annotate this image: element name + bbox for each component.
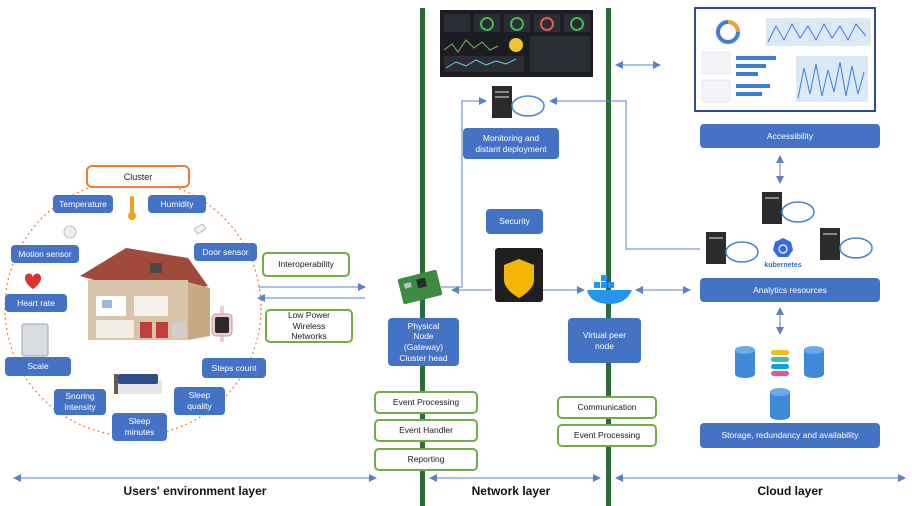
scale-device-icon xyxy=(21,323,49,357)
cloud-server-top-icon xyxy=(762,192,815,224)
docker-icon xyxy=(587,275,632,304)
motion-sensor-label: Motion sensor xyxy=(11,245,79,263)
divider-left xyxy=(420,8,425,506)
kubernetes-icon xyxy=(773,238,793,257)
steps-count-label: Steps count xyxy=(202,358,266,378)
database-icon-right xyxy=(804,346,824,378)
thermometer-icon xyxy=(128,196,136,220)
physical-reporting-box: Reporting xyxy=(374,448,478,471)
door-sensor-device-icon xyxy=(194,223,206,235)
security-shield-icon xyxy=(495,248,543,302)
physical-event-processing-box: Event Processing xyxy=(374,391,478,414)
sleep-minutes-label: Sleep minutes xyxy=(112,413,167,441)
snoring-intensity-label: Snoring intensity xyxy=(54,389,106,415)
gateway-board-icon xyxy=(397,269,443,305)
motion-sensor-device-icon xyxy=(63,225,77,239)
virtual-event-processing-box: Event Processing xyxy=(557,424,657,447)
physical-node-label: Physical Node (Gateway) Cluster head xyxy=(388,318,459,366)
monitoring-dashboard-image xyxy=(440,10,593,77)
temperature-sensor-label: Temperature xyxy=(53,195,113,213)
analytics-resources-label: Analytics resources xyxy=(700,278,880,302)
smartwatch-icon xyxy=(211,306,233,342)
virtual-peer-node-label: Virtual peer node xyxy=(568,318,641,363)
low-power-networks-box: Low Power Wireless Networks xyxy=(265,309,353,343)
cloud-layer-title: Cloud layer xyxy=(757,484,823,498)
interoperability-box: Interoperability xyxy=(262,252,350,277)
elastic-icon xyxy=(771,350,789,376)
monitoring-server-icon xyxy=(492,86,545,118)
accessibility-label: Accessibility xyxy=(700,124,880,148)
door-sensor-label: Door sensor xyxy=(194,243,257,261)
heart-rate-label: Heart rate xyxy=(5,294,67,312)
cloud-dashboard-image xyxy=(694,7,876,112)
physical-event-handler-box: Event Handler xyxy=(374,419,478,442)
monitoring-deployment-label: Monitoring and distant deployment xyxy=(463,128,559,159)
sleep-quality-label: Sleep quality xyxy=(174,387,225,415)
bed-icon xyxy=(114,374,162,394)
heart-icon xyxy=(25,273,41,289)
scale-label: Scale xyxy=(5,357,71,376)
users-layer-title: Users' environment layer xyxy=(123,484,267,498)
virtual-communication-box: Communication xyxy=(557,396,657,419)
cluster-label: Cluster xyxy=(86,165,190,188)
cloud-server-right-icon xyxy=(820,228,873,260)
database-icon-bottom xyxy=(770,388,790,420)
database-icon-left xyxy=(735,346,755,378)
security-label: Security xyxy=(486,209,543,234)
storage-label: Storage, redundancy and availability xyxy=(700,423,880,448)
network-layer-title: Network layer xyxy=(471,484,551,498)
kubernetes-label: kubernetes xyxy=(764,262,802,269)
smart-home-illustration xyxy=(80,248,210,340)
humidity-sensor-label: Humidity xyxy=(148,195,206,213)
divider-right xyxy=(606,8,611,506)
cloud-server-left-icon xyxy=(706,232,759,264)
